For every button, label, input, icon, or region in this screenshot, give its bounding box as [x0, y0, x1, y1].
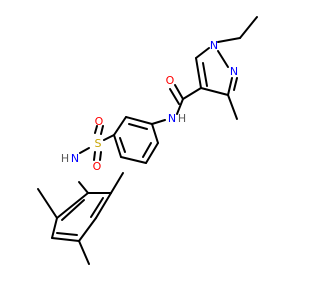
bond-c5-c4: [195, 57, 202, 89]
bond-ms-methyl-right: [110, 172, 124, 194]
atom-n2: N: [230, 65, 238, 78]
bond-ar1-ar2: [125, 116, 153, 125]
atom-o-top: O: [95, 115, 104, 128]
bond-ar5-ar6: [145, 142, 159, 164]
bond-ms4-ms5-inner: [56, 232, 78, 236]
bond-c4-c3: [200, 87, 229, 96]
bond-ethyl-ch3: [239, 16, 258, 39]
bond-n1-c5: [195, 47, 210, 59]
bond-ms-methyl-bottom: [78, 240, 90, 265]
bond-c3-n2-inner: [233, 77, 238, 91]
molecule-canvas: N N O N H S O O N H: [37, 16, 258, 265]
bond-ar3-ar4: [113, 134, 122, 158]
bond-carbonyl-o-2: [169, 88, 180, 105]
bond-nh-aryl: [151, 119, 166, 125]
bond-c3-n2: [227, 77, 233, 96]
bond-c3-methyl: [227, 94, 238, 120]
bond-s-o-top: [94, 125, 98, 134]
bond-ms3-ms4: [78, 217, 97, 242]
atom-n-sulfonamide: N: [71, 152, 79, 165]
bond-ms2-ms3-inner: [90, 197, 104, 218]
bond-carbonyl-o: [174, 84, 184, 100]
bond-ar5-ar6-inner: [142, 142, 152, 158]
bond-ms6-ms1-inner: [61, 199, 85, 221]
bond-ms4-ms5: [51, 237, 80, 242]
bond-n2-n1: [217, 50, 229, 68]
atom-n-amide: N: [168, 112, 176, 125]
atom-o-carbonyl: O: [166, 74, 175, 87]
atom-o-bottom: O: [93, 160, 102, 173]
bond-ar-s: [103, 134, 115, 141]
bond-ar1-ar2-inner: [128, 123, 148, 130]
bond-c5-c4-inner: [202, 62, 208, 87]
bond-s-o-bottom-2: [99, 151, 102, 161]
bond-ar6-ar1: [151, 123, 159, 144]
bond-ms-methyl-left: [37, 188, 58, 219]
bond-ar2-ar3: [113, 116, 127, 136]
bond-ethyl-n1: [217, 37, 241, 43]
bond-ar3-ar4-inner: [119, 137, 126, 153]
atom-n1: N: [210, 39, 218, 52]
bond-ms6-ms1: [56, 192, 89, 219]
bond-ms2-ms3: [95, 192, 112, 219]
bond-ms5-ms6: [51, 217, 58, 239]
bond-s-o-top-2: [100, 125, 104, 135]
bond-s-nh: [79, 147, 90, 154]
atom-h-sulfonamide: H: [61, 152, 69, 165]
bond-s-o-bottom: [93, 151, 96, 161]
structure-diagram: N N O N H S O O N H: [37, 16, 258, 265]
bond-nh-mesityl: [78, 181, 89, 194]
atom-s: S: [95, 137, 102, 150]
bond-c4-carbonyl: [182, 87, 202, 100]
bond-ar4-ar5: [120, 156, 147, 164]
atom-h-amide: H: [178, 112, 186, 125]
bond-carbonyl-nh: [176, 98, 184, 115]
